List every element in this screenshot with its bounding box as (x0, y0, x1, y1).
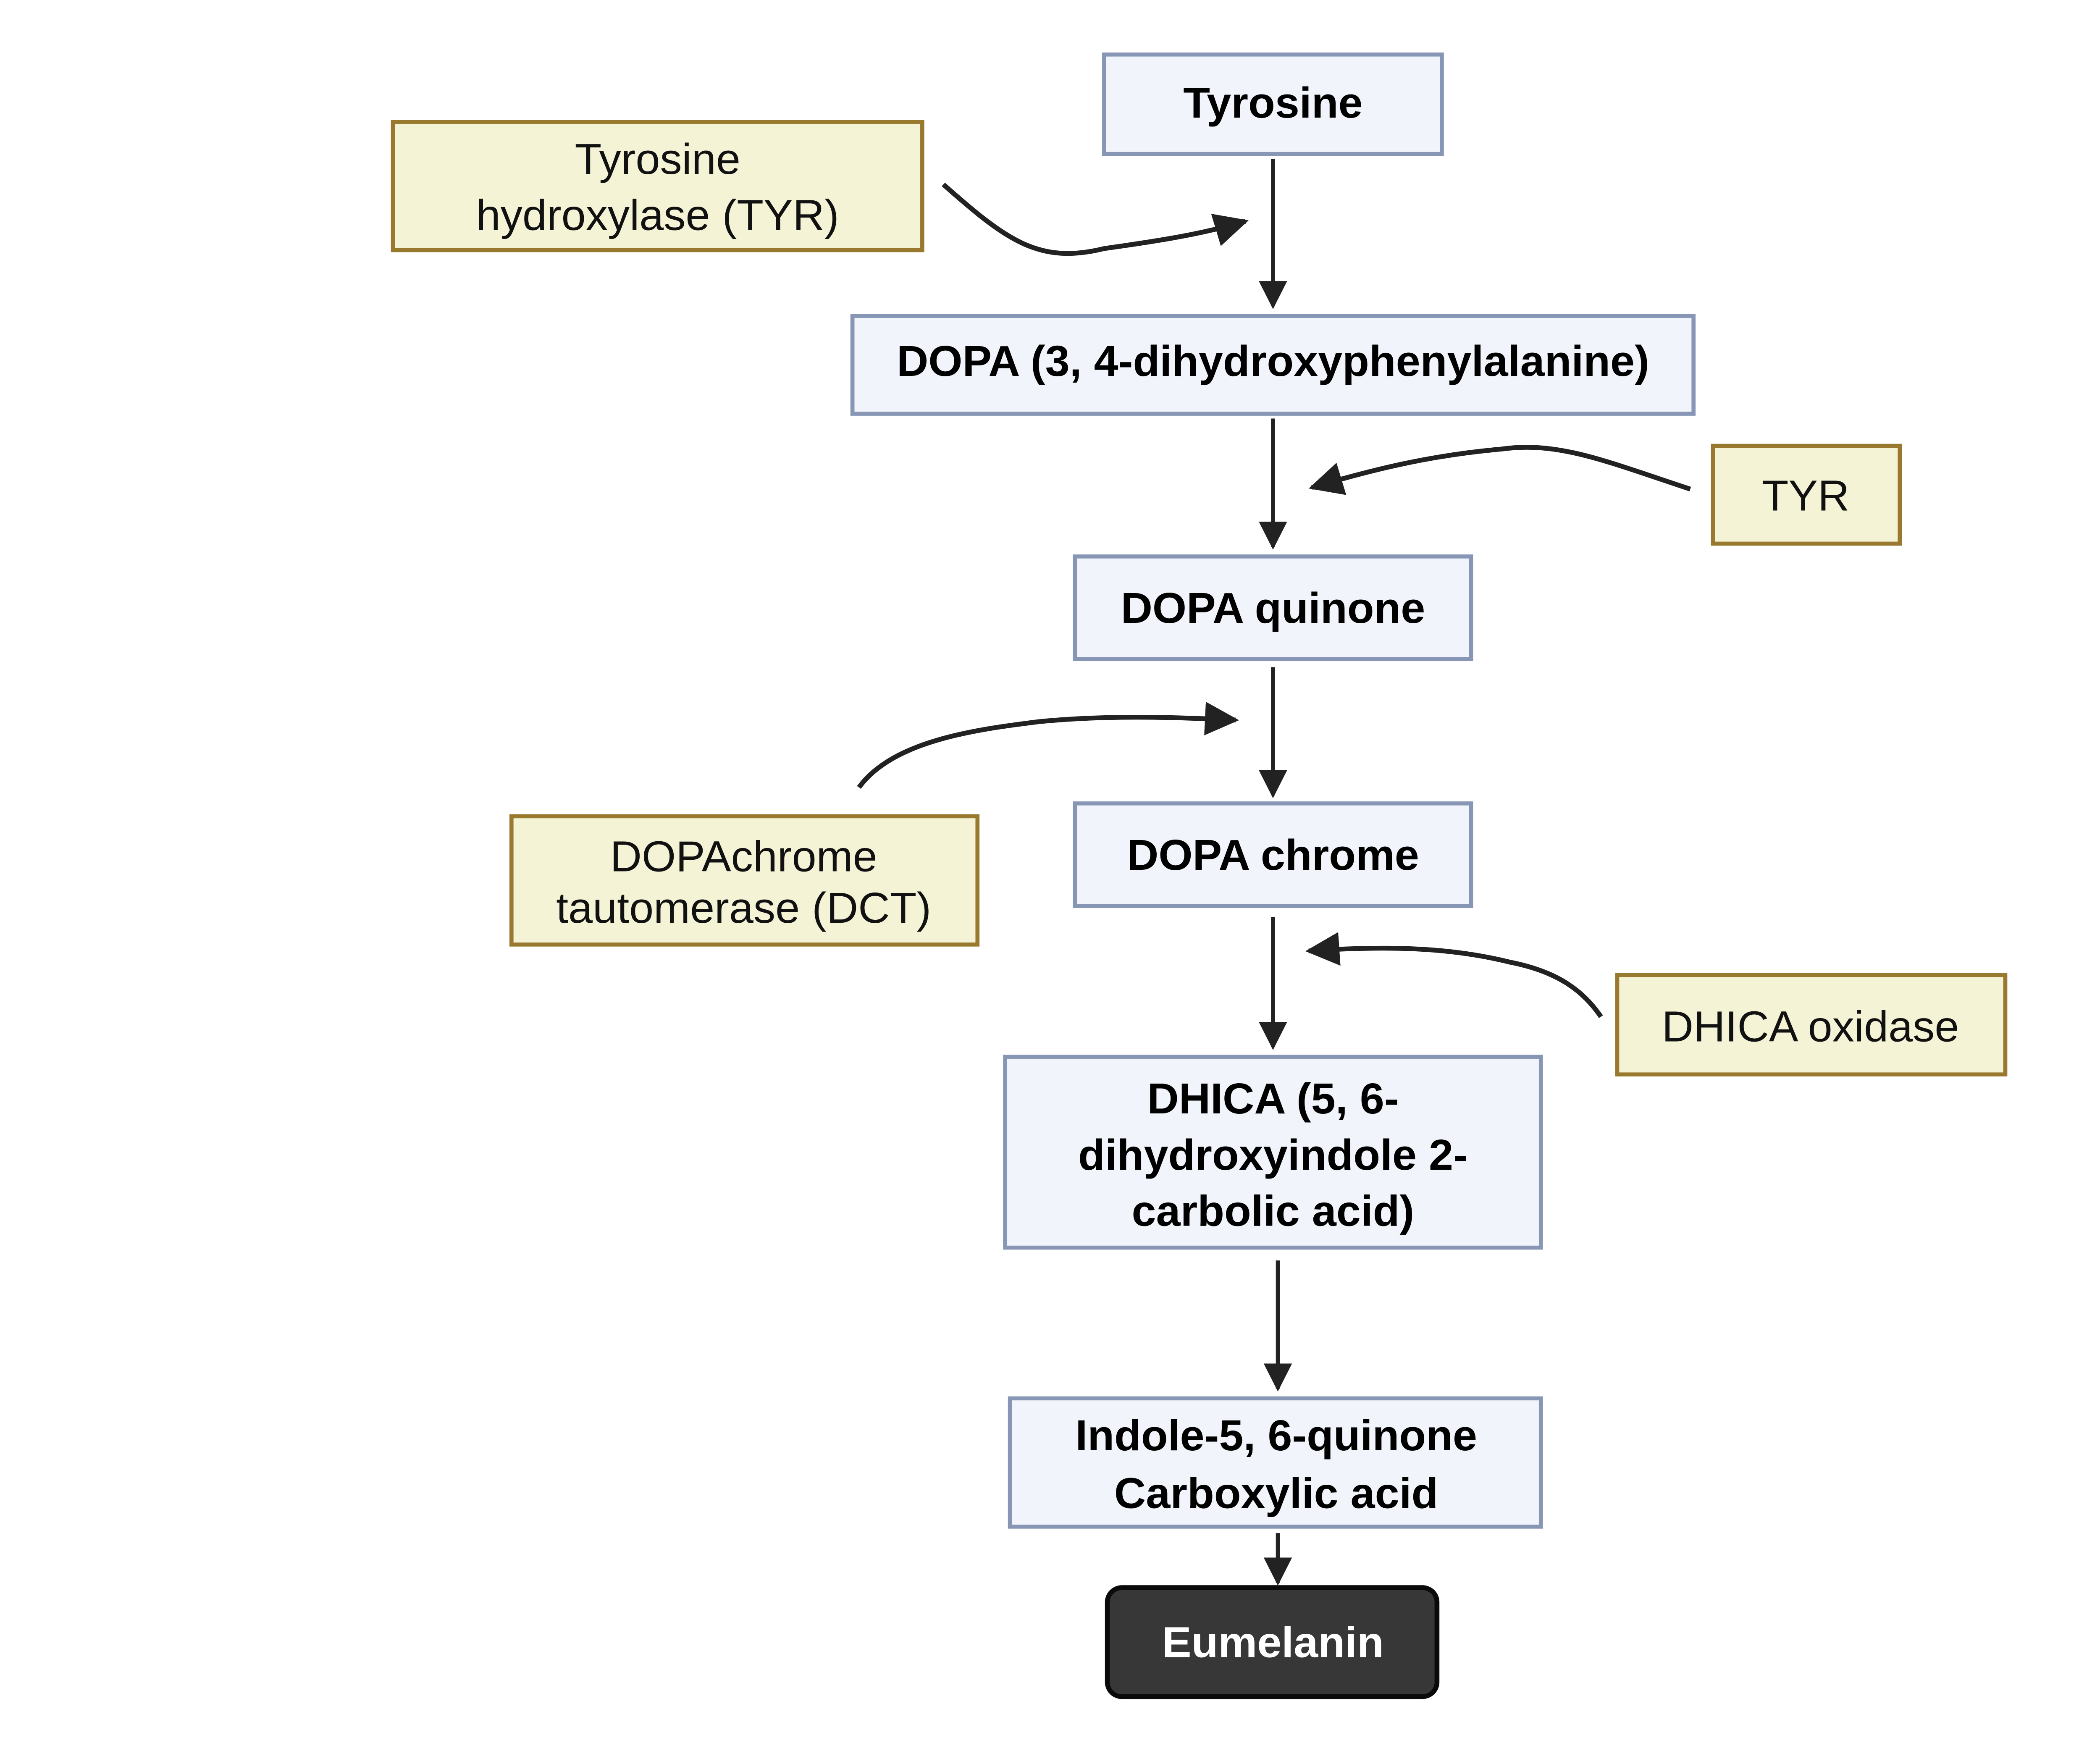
catalysis-arrow-tyrosine-hydroxylase (942, 182, 1249, 256)
enzyme-tyr: TYR (1711, 444, 1902, 546)
node-label: Eumelanin (1162, 1618, 1384, 1666)
catalysis-arrow-dhica-oxidase (1305, 932, 1603, 1018)
node-label: dihydroxyindole 2- (1078, 1130, 1468, 1179)
node-label: DHICA (5, 6- (1147, 1074, 1399, 1123)
catalysis-arrow-dct (857, 701, 1239, 789)
node-dopa: DOPA (3, 4-dihydroxyphenylalanine) (850, 314, 1696, 416)
node-label: Carboxylic acid (1114, 1469, 1438, 1517)
node-tyrosine: Tyrosine (1102, 52, 1444, 156)
enzyme-label: TYR (1762, 471, 1850, 520)
node-label: DOPA chrome (1127, 830, 1419, 879)
enzyme-label: Tyrosine (575, 134, 740, 183)
enzyme-label: tautomerase (DCT) (556, 883, 931, 932)
node-eumelanin: Eumelanin (1105, 1585, 1440, 1699)
node-label: Tyrosine (1183, 79, 1362, 127)
enzyme-label: DOPAchrome (610, 832, 877, 880)
enzyme-tyrosine-hydroxylase: Tyrosine hydroxylase (TYR) (391, 120, 924, 252)
node-label: DOPA quinone (1121, 583, 1425, 632)
enzyme-label: hydroxylase (TYR) (476, 191, 839, 239)
catalysis-arrow-tyr (1308, 445, 1691, 495)
node-dopa-chrome: DOPA chrome (1073, 801, 1473, 908)
enzyme-dct: DOPAchrome tautomerase (DCT) (509, 814, 980, 947)
node-label: carbolic acid) (1132, 1186, 1415, 1235)
node-label: Indole-5, 6-quinone (1075, 1411, 1477, 1460)
enzyme-dhica-oxidase: DHICA oxidase (1615, 973, 2008, 1076)
node-dhica: DHICA (5, 6- dihydroxyindole 2- carbolic… (1003, 1055, 1543, 1250)
node-indole-quinone: Indole-5, 6-quinone Carboxylic acid (1008, 1396, 1543, 1529)
enzyme-label: DHICA oxidase (1662, 1002, 1959, 1050)
node-dopa-quinone: DOPA quinone (1073, 554, 1473, 662)
node-label: DOPA (3, 4-dihydroxyphenylalanine) (897, 336, 1649, 385)
